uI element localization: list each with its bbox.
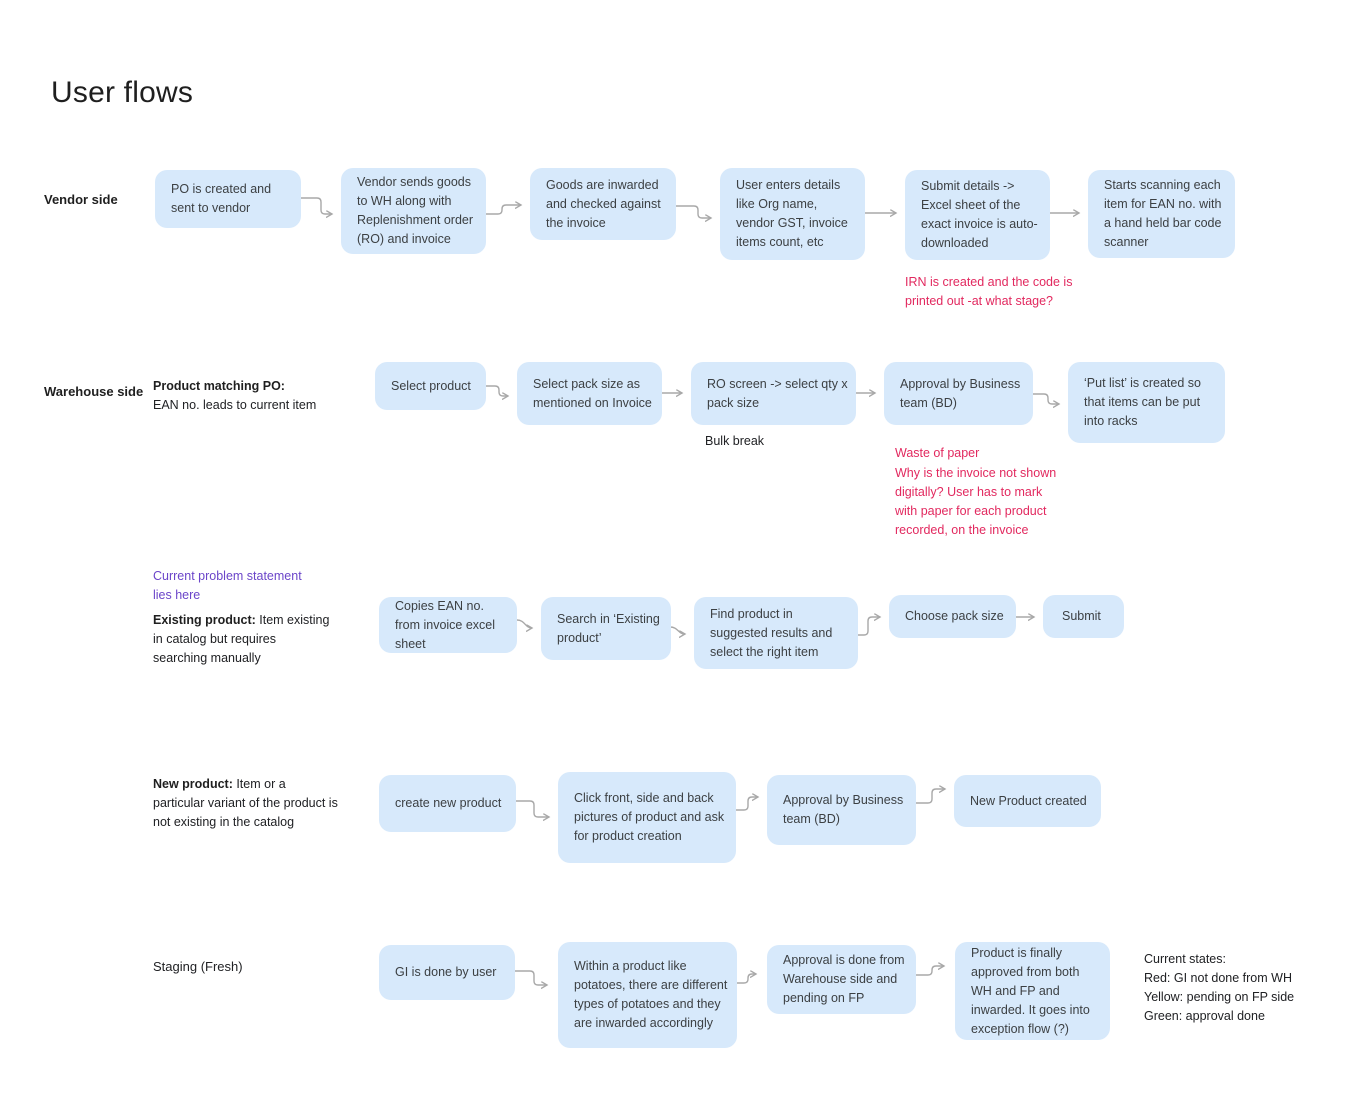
connector: [737, 974, 756, 984]
flow-node: New Product created: [954, 775, 1101, 827]
row-label-vendor-side: Vendor side: [44, 192, 118, 207]
connector: [515, 970, 547, 985]
flow-node: Submit: [1043, 595, 1124, 638]
connector: [1033, 393, 1059, 404]
flow-node: RO screen -> select qty x pack size: [691, 362, 856, 425]
connector: [736, 797, 758, 811]
flow-node: Submit details -> Excel sheet of the exa…: [905, 170, 1050, 260]
flow-node: Vendor sends goods to WH along with Repl…: [341, 168, 486, 254]
connector: [676, 205, 711, 218]
sublabel-new-product: New product: Item or a particular varian…: [153, 777, 338, 829]
flow-node: Approval by Business team (BD): [884, 362, 1033, 425]
flow-node: Product is finally approved from both WH…: [955, 942, 1110, 1040]
flow-node: Search in ‘Existing product’: [541, 597, 671, 660]
connector: [516, 619, 532, 628]
connector: [486, 205, 521, 215]
sublabel-product-matching: Product matching PO: EAN no. leads to cu…: [153, 379, 317, 412]
flow-node: Approval is done from Warehouse side and…: [767, 945, 916, 1014]
connector: [858, 617, 880, 636]
flow-node: Click front, side and back pictures of p…: [558, 772, 736, 863]
connector: [301, 197, 332, 214]
flow-node: PO is created and sent to vendor: [155, 170, 301, 228]
flow-node: Approval by Business team (BD): [767, 775, 916, 845]
sublabel-existing-product: Existing product: Item existing in catal…: [153, 613, 330, 665]
annotation-invoice-digital: Why is the invoice not shown digitally? …: [895, 466, 1057, 537]
annotation-irn: IRN is created and the code is printed o…: [905, 275, 1073, 308]
flow-node: Starts scanning each item for EAN no. wi…: [1088, 170, 1235, 258]
connector: [669, 626, 685, 634]
annotation-current-states: Current states: Red: GI not done from WH…: [1144, 952, 1295, 1023]
flow-node: Within a product like potatoes, there ar…: [558, 942, 737, 1048]
flow-node: Goods are inwarded and checked against t…: [530, 168, 676, 240]
row-label-warehouse-side: Warehouse side: [44, 384, 144, 399]
row-label-staging-fresh: Staging (Fresh): [153, 959, 243, 974]
flow-node: User enters details like Org name, vendo…: [720, 168, 865, 260]
flow-node: Choose pack size: [889, 595, 1016, 638]
connector: [916, 966, 944, 976]
connector: [916, 789, 945, 804]
flow-node: Select product: [375, 362, 486, 410]
connector: [516, 800, 549, 817]
connector: [486, 385, 508, 396]
annotation-waste-of-paper: Waste of paper: [895, 446, 980, 460]
flow-node: create new product: [379, 775, 516, 832]
annotation-problem-statement: Current problem statement lies here: [153, 569, 302, 602]
annotation-bulk-break: Bulk break: [705, 434, 765, 448]
flow-node: Select pack size as mentioned on Invoice: [517, 362, 662, 425]
page-title: User flows: [51, 76, 194, 109]
flow-node: GI is done by user: [379, 945, 515, 1000]
flow-node: ‘Put list’ is created so that items can …: [1068, 362, 1225, 443]
flow-node: Copies EAN no. from invoice excel sheet: [379, 597, 517, 653]
flow-node: Find product in suggested results and se…: [694, 597, 858, 669]
